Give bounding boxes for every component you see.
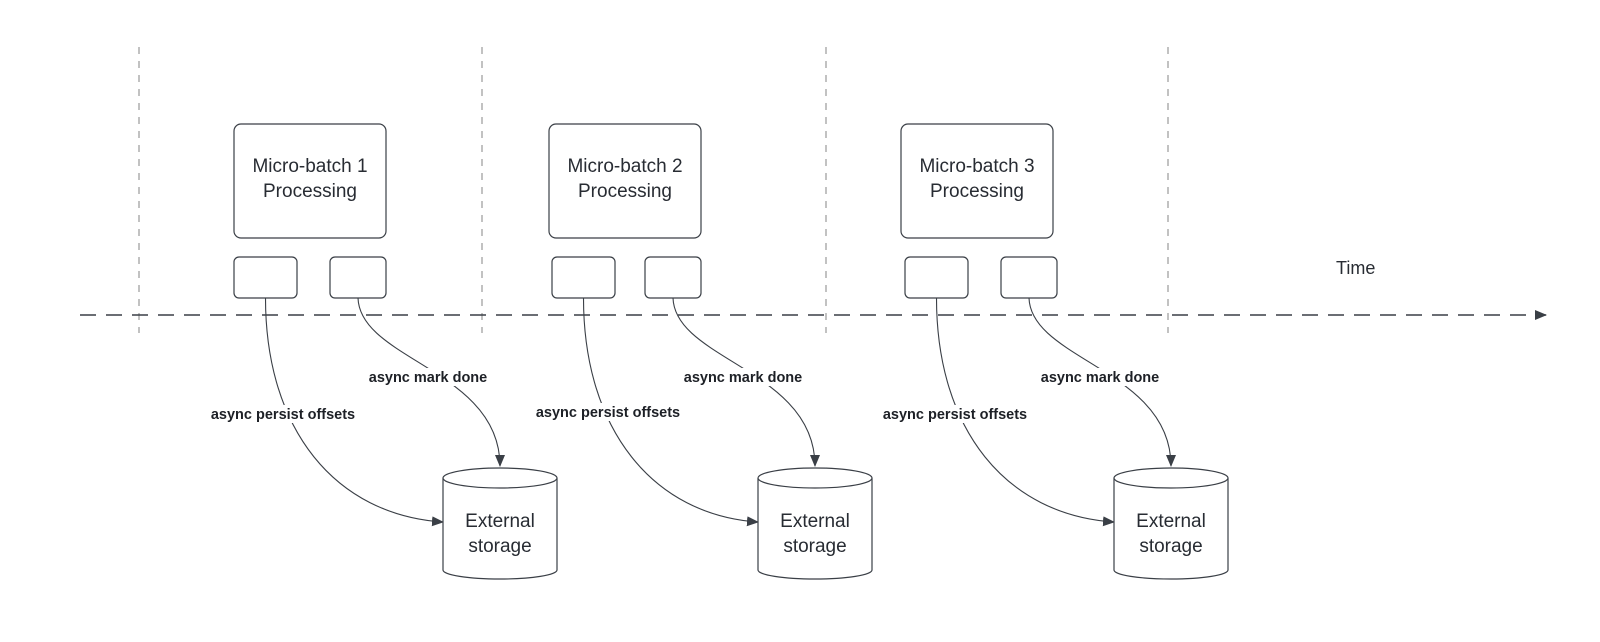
micro-batch-box [233, 123, 387, 239]
external-storage-cylinder [1113, 467, 1229, 580]
storage-label: storage [783, 536, 846, 557]
persist-offsets-label: async persist offsets [211, 407, 355, 423]
micro-batch-title: Micro-batch 1 [252, 156, 367, 177]
mark-done-label: async mark done [684, 370, 802, 386]
mark-done-label: async mark done [1041, 370, 1159, 386]
mark-done-label: async mark done [369, 370, 487, 386]
micro-batch-title: Micro-batch 2 [567, 156, 682, 177]
storage-label: External [780, 511, 850, 532]
mark-done-task-box [1000, 256, 1058, 299]
micro-batch-subtitle: Processing [930, 181, 1024, 202]
persist-offsets-label: async persist offsets [536, 405, 680, 421]
micro-batch-subtitle: Processing [263, 181, 357, 202]
persist-offsets-task-box [551, 256, 616, 299]
storage-label: External [465, 511, 535, 532]
persist-offsets-arrow [582, 297, 759, 527]
micro-batch-box [900, 123, 1054, 239]
mark-done-task-box [329, 256, 387, 299]
micro-batch-title: Micro-batch 3 [919, 156, 1034, 177]
storage-label: External [1136, 511, 1206, 532]
persist-offsets-task-box [904, 256, 969, 299]
storage-label: storage [1139, 536, 1202, 557]
storage-label: storage [468, 536, 531, 557]
external-storage-cylinder [442, 467, 558, 580]
micro-batch-subtitle: Processing [578, 181, 672, 202]
time-axis-label: Time [1336, 258, 1375, 278]
micro-batch-box [548, 123, 702, 239]
persist-offsets-arrow [264, 297, 444, 527]
external-storage-cylinder [757, 467, 873, 580]
mark-done-task-box [644, 256, 702, 299]
persist-offsets-arrow [935, 297, 1115, 527]
persist-offsets-label: async persist offsets [883, 407, 1027, 423]
persist-offsets-task-box [233, 256, 298, 299]
